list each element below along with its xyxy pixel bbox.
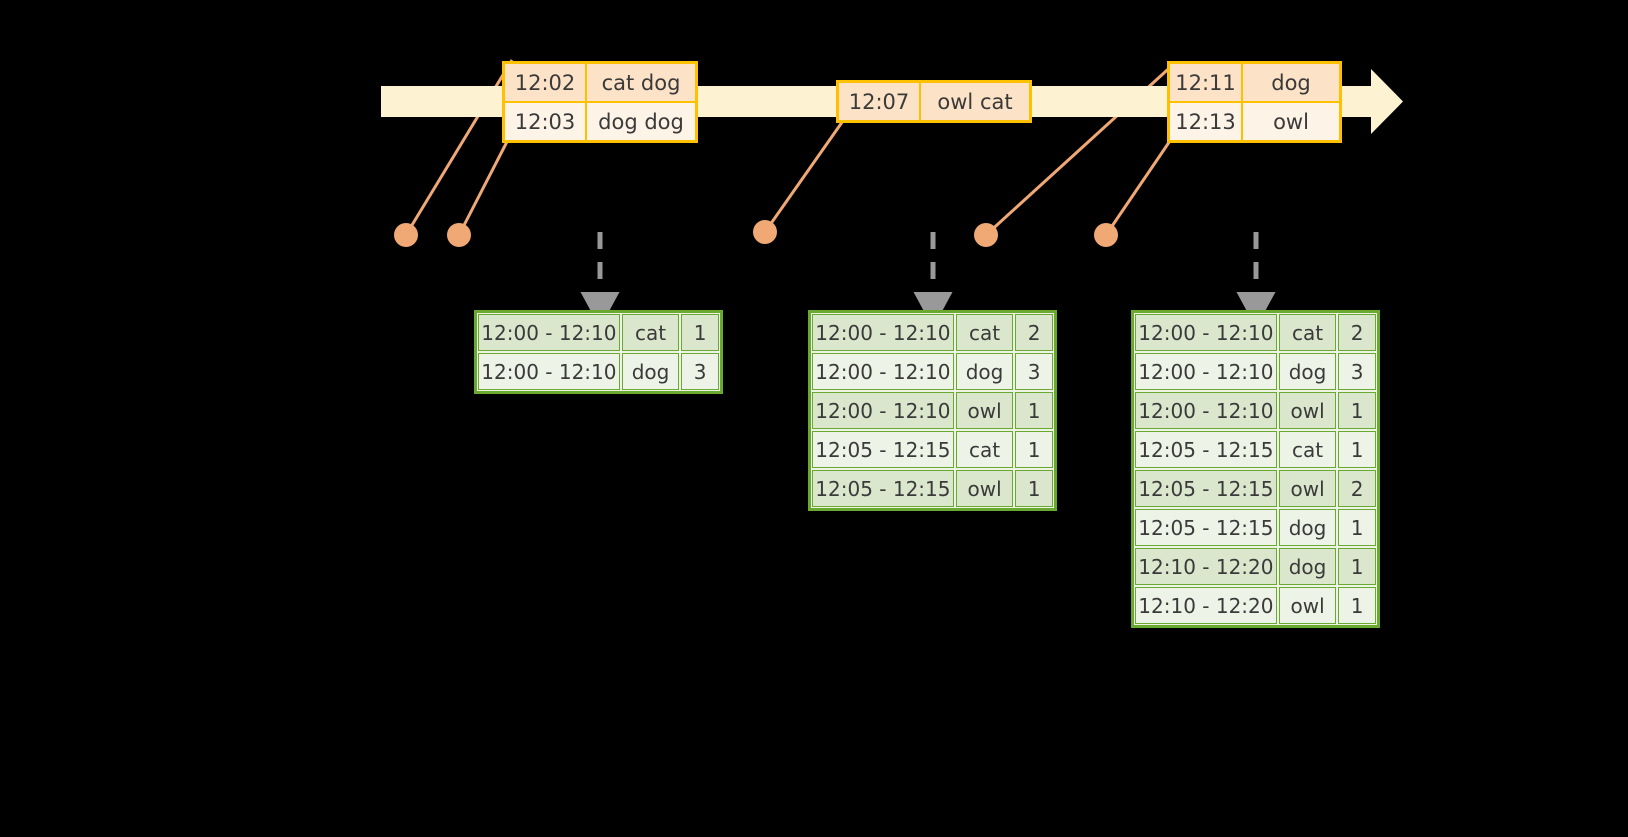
result-key: cat	[621, 314, 680, 351]
result-count: 3	[1338, 353, 1376, 390]
result-range: 12:05 - 12:15	[812, 470, 954, 507]
result-count: 2	[1338, 314, 1376, 351]
result-range: 12:10 - 12:20	[1135, 548, 1277, 585]
event-time: 12:13	[1170, 103, 1243, 140]
result-range: 12:10 - 12:20	[1135, 587, 1277, 624]
result-range: 12:00 - 12:10	[1135, 353, 1277, 390]
event-box-3[interactable]: 12:11 dog 12:13 owl	[1167, 61, 1342, 143]
result-key: owl	[955, 392, 1014, 429]
event-time: 12:07	[839, 83, 921, 120]
event-value: dog dog	[587, 103, 695, 140]
marker-12-11[interactable]	[974, 223, 998, 247]
connector-12-03	[457, 131, 514, 236]
result-range: 12:00 - 12:10	[1135, 392, 1277, 429]
result-count: 2	[1015, 314, 1053, 351]
result-count: 1	[1338, 587, 1376, 624]
result-key: owl	[1278, 392, 1337, 429]
marker-12-02[interactable]	[394, 223, 418, 247]
event-time: 12:11	[1170, 64, 1243, 101]
result-range: 12:00 - 12:10	[812, 392, 954, 429]
result-count: 3	[1015, 353, 1053, 390]
result-key: dog	[621, 353, 680, 390]
timeline-arrowhead	[1366, 69, 1403, 134]
result-key: owl	[1278, 470, 1337, 507]
result-key: dog	[1278, 509, 1337, 546]
result-range: 12:00 - 12:10	[1135, 314, 1277, 351]
result-key: cat	[955, 431, 1014, 468]
connector-12-07	[763, 117, 847, 233]
result-key: dog	[955, 353, 1014, 390]
result-range: 12:00 - 12:10	[478, 314, 620, 351]
event-value: dog	[1243, 64, 1339, 101]
result-count: 1	[1015, 470, 1053, 507]
result-range: 12:00 - 12:10	[812, 314, 954, 351]
result-range: 12:05 - 12:15	[1135, 509, 1277, 546]
event-time: 12:03	[505, 103, 587, 140]
result-count: 1	[681, 314, 719, 351]
result-key: cat	[1278, 314, 1337, 351]
event-markers	[394, 220, 1118, 247]
result-count: 1	[1338, 392, 1376, 429]
event-value: owl cat	[921, 83, 1029, 120]
event-row[interactable]: 12:03 dog dog	[505, 101, 695, 140]
result-range: 12:00 - 12:10	[478, 353, 620, 390]
result-key: cat	[955, 314, 1014, 351]
result-count: 1	[1338, 548, 1376, 585]
marker-12-03[interactable]	[447, 223, 471, 247]
event-row[interactable]: 12:13 owl	[1170, 101, 1339, 140]
result-range: 12:05 - 12:15	[812, 431, 954, 468]
result-count: 1	[1338, 431, 1376, 468]
marker-12-07[interactable]	[753, 220, 777, 244]
marker-12-13[interactable]	[1094, 223, 1118, 247]
result-count: 1	[1015, 392, 1053, 429]
result-count: 2	[1338, 470, 1376, 507]
result-range: 12:05 - 12:15	[1135, 431, 1277, 468]
result-key: owl	[1278, 587, 1337, 624]
result-key: cat	[1278, 431, 1337, 468]
event-row[interactable]: 12:02 cat dog	[505, 64, 695, 101]
result-count: 1	[1015, 431, 1053, 468]
event-box-1[interactable]: 12:02 cat dog 12:03 dog dog	[502, 61, 698, 143]
result-count: 1	[1338, 509, 1376, 546]
event-box-2[interactable]: 12:07 owl cat	[836, 80, 1032, 123]
connector-12-13	[1104, 131, 1178, 236]
flow-arrows	[580, 232, 1276, 328]
result-key: dog	[1278, 548, 1337, 585]
event-row[interactable]: 12:11 dog	[1170, 64, 1339, 101]
event-row[interactable]: 12:07 owl cat	[839, 83, 1029, 120]
result-range: 12:05 - 12:15	[1135, 470, 1277, 507]
event-value: cat dog	[587, 64, 695, 101]
event-time: 12:02	[505, 64, 587, 101]
result-range: 12:00 - 12:10	[812, 353, 954, 390]
result-key: dog	[1278, 353, 1337, 390]
result-key: owl	[955, 470, 1014, 507]
event-value: owl	[1243, 103, 1339, 140]
result-count: 3	[681, 353, 719, 390]
